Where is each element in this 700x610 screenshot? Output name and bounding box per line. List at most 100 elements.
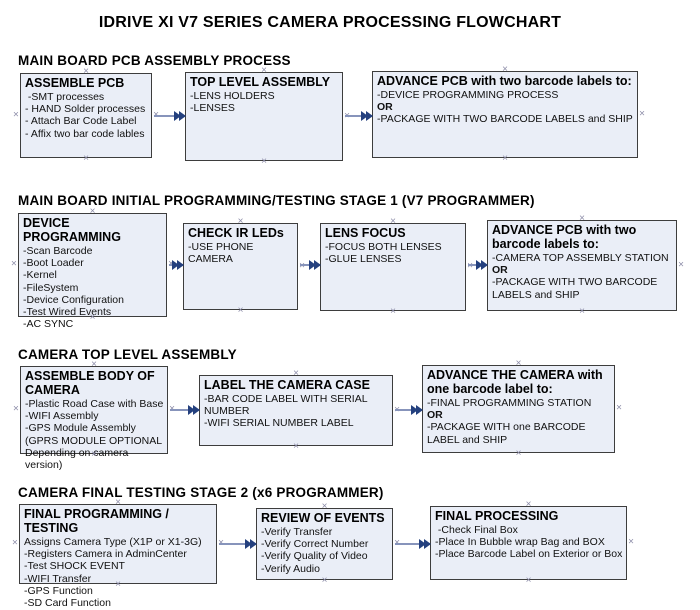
box-title: ASSEMBLE BODY OF CAMERA: [25, 369, 155, 397]
connection-point-icon: [13, 110, 19, 120]
connection-point-icon: [502, 154, 508, 164]
flow-arrow: [395, 405, 423, 415]
flow-box-assemble-pcb: ASSEMBLE PCB -SMT processes - HAND Solde…: [20, 73, 152, 158]
box-item: -Boot Loader: [23, 257, 84, 270]
box-item: - HAND Solder processes: [25, 103, 146, 116]
box-items: -FOCUS BOTH LENSES -GLUE LENSES: [325, 241, 462, 265]
box-item: -WIFI Transfer: [24, 572, 92, 585]
connection-point-icon: [390, 307, 396, 317]
box-item: -LENS HOLDERS: [190, 90, 275, 102]
box-title: LENS FOCUS: [325, 226, 406, 240]
arrowhead-icon: [416, 405, 423, 415]
page-title: IDRIVE XI V7 SERIES CAMERA PROCESSING FL…: [98, 14, 562, 31]
connection-point-icon: [678, 260, 684, 270]
connection-point-icon: [639, 109, 645, 119]
box-item: -Registers Camera in AdminCenter: [24, 548, 187, 561]
box-title: TOP LEVEL ASSEMBLY: [190, 75, 331, 89]
box-title: DEVICE PROGRAMMING: [23, 216, 121, 244]
flow-box-final-programming-testing: FINAL PROGRAMMING / TESTING Assigns Came…: [19, 504, 217, 609]
arrowhead-icon: [476, 260, 483, 270]
box-item: -Verify Audio: [261, 562, 320, 575]
flow-box-check-ir-leds: CHECK IR LEDs -USE PHONE CAMERA: [183, 223, 298, 310]
arrowhead-icon: [245, 539, 252, 549]
connection-point-icon: [579, 307, 585, 317]
arrowhead-icon: [177, 260, 184, 270]
box-item: -SD Card Function: [24, 596, 111, 609]
flow-arrow: [169, 260, 184, 270]
flow-box-label-camera-case: LABEL THE CAMERA CASE -BAR CODE LABEL WI…: [199, 375, 393, 446]
box-item: -Device Configuration: [23, 293, 124, 306]
flow-arrow: [300, 260, 321, 270]
box-item: -GPS Module Assembly: [25, 422, 136, 435]
flow-arrow: [395, 539, 431, 549]
box-item: -DEVICE PROGRAMMING PROCESS: [377, 89, 559, 101]
arrowhead-icon: [174, 111, 181, 121]
box-items: -Plastic Road Case with Base -WIFI Assem…: [25, 398, 164, 471]
arrowhead-icon: [188, 405, 195, 415]
box-item: -Place Barcode Label on Exterior or Box: [435, 548, 623, 561]
arrowhead-icon: [314, 260, 321, 270]
flow-arrow: [154, 111, 186, 121]
box-items: -BAR CODE LABEL WITH SERIAL NUMBER -WIFI…: [204, 393, 389, 430]
box-item: - Affix two bar code lables: [25, 127, 145, 140]
box-items: -Check Final Box -Place In Bubble wrap B…: [435, 524, 623, 561]
box-items: -CAMERA TOP ASSEMBLY STATION OR -PACKAGE…: [492, 252, 673, 301]
flow-box-device-programming: DEVICE PROGRAMMING -Scan Barcode -Boot L…: [18, 213, 167, 330]
box-item: -FOCUS BOTH LENSES: [325, 241, 442, 253]
box-items: -Verify Transfer -Verify Correct Number …: [261, 526, 389, 575]
arrowhead-icon: [193, 405, 200, 415]
section-heading-initial-programming: MAIN BOARD INITIAL PROGRAMMING/TESTING S…: [18, 193, 535, 208]
box-title: REVIEW OF EVENTS: [261, 511, 385, 525]
box-item: Assigns Camera Type (X1P or X1-3G): [24, 536, 202, 548]
flow-box-final-processing: FINAL PROCESSING -Check Final Box -Place…: [430, 506, 627, 580]
box-items: -SMT processes - HAND Solder processes -…: [25, 91, 148, 140]
arrowhead-icon: [250, 539, 257, 549]
arrowhead-icon: [366, 111, 373, 121]
flow-box-lens-focus: LENS FOCUS -FOCUS BOTH LENSES -GLUE LENS…: [320, 223, 466, 311]
connection-point-icon: [516, 449, 522, 459]
box-item: -CAMERA TOP ASSEMBLY STATION: [492, 252, 669, 264]
flow-arrow: [345, 111, 373, 121]
arrowhead-icon: [361, 111, 368, 121]
box-item: -GPS Function: [24, 584, 93, 597]
connection-point-icon: [467, 262, 473, 272]
box-title: ADVANCE PCB with two barcode labels to:: [492, 223, 637, 251]
box-item: -Test Wired Events: [23, 305, 112, 318]
box-item: -Plastic Road Case with Base: [25, 398, 164, 410]
box-title: LABEL THE CAMERA CASE: [204, 378, 370, 392]
flow-box-advance-pcb-stage1: ADVANCE PCB with two barcode labels to: …: [487, 220, 677, 311]
section-heading-pcb-assembly: MAIN BOARD PCB ASSEMBLY PROCESS: [18, 53, 291, 68]
section-heading-final-testing: CAMERA FINAL TESTING STAGE 2 (x6 PROGRAM…: [18, 485, 384, 500]
connection-point-icon: [293, 442, 299, 452]
flow-box-review-of-events: REVIEW OF EVENTS -Verify Transfer -Verif…: [256, 508, 393, 580]
arrowhead-icon: [481, 260, 488, 270]
connection-point-icon: [616, 404, 622, 414]
arrowhead-icon: [179, 111, 186, 121]
arrowhead-icon: [419, 539, 426, 549]
box-item: -FINAL PROGRAMMING STATION: [427, 397, 592, 409]
box-title: ADVANCE THE CAMERA with one barcode labe…: [427, 368, 603, 396]
box-item: -WIFI Assembly: [25, 410, 99, 423]
box-items: Assigns Camera Type (X1P or X1-3G) -Regi…: [24, 536, 213, 609]
arrowhead-icon: [172, 260, 179, 270]
connection-point-icon: [526, 576, 532, 586]
connection-point-icon: [261, 157, 267, 167]
box-item: -SMT processes: [25, 91, 105, 103]
flow-box-top-level-assembly: TOP LEVEL ASSEMBLY -LENS HOLDERS -LENSES: [185, 72, 343, 161]
arrowhead-icon: [309, 260, 316, 270]
box-item: -Verify Transfer: [261, 526, 333, 538]
box-item: - Attach Bar Code Label: [25, 115, 137, 128]
box-item: -GLUE LENSES: [325, 253, 402, 266]
flow-box-advance-pcb-two-labels: ADVANCE PCB with two barcode labels to: …: [372, 71, 638, 158]
arrowhead-icon: [424, 539, 431, 549]
box-item: -PACKAGE WITH TWO BARCODE LABELS and SHI…: [492, 276, 661, 301]
box-item: -PACKAGE WITH one BARCODE LABEL and SHIP: [427, 421, 589, 446]
box-item: -Verify Quality of Video: [261, 550, 368, 563]
flow-arrow: [170, 405, 200, 415]
flow-arrow: [468, 260, 488, 270]
flow-box-assemble-body: ASSEMBLE BODY OF CAMERA -Plastic Road Ca…: [20, 366, 168, 471]
box-item: -USE PHONE CAMERA: [188, 241, 257, 266]
box-item: -Check Final Box: [435, 524, 518, 536]
box-item: -Kernel: [23, 269, 57, 282]
